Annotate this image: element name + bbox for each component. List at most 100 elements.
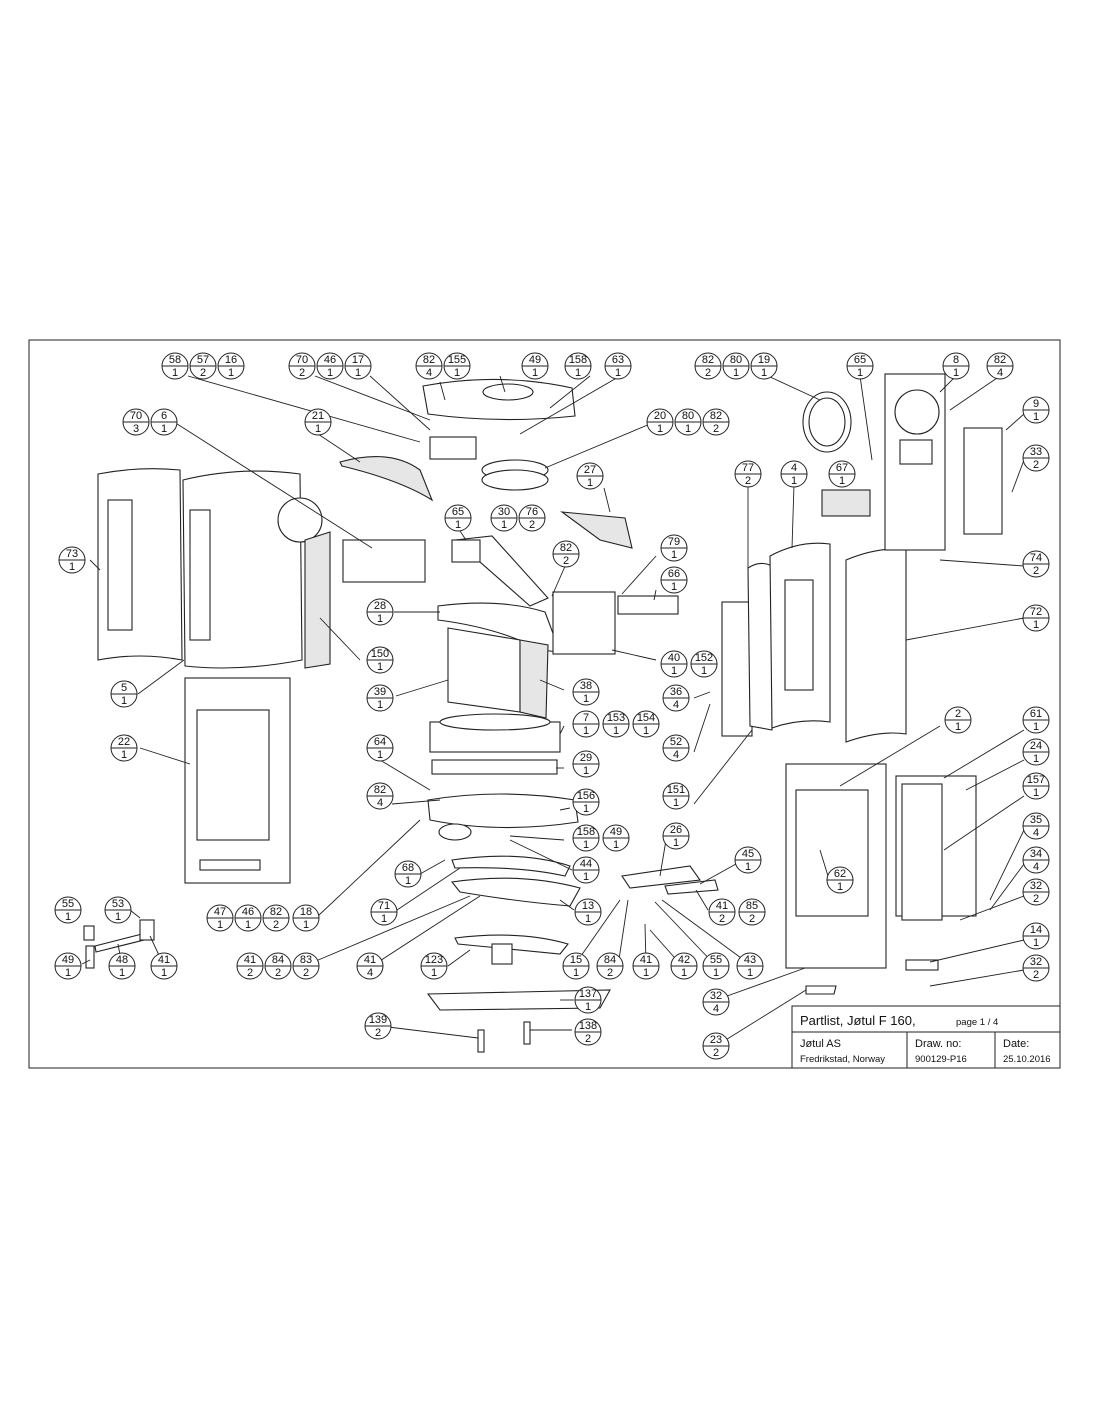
balloon-part-number: 57 [197, 354, 209, 366]
balloon-part-13: 131 [574, 898, 602, 926]
balloon-part-number: 39 [374, 686, 386, 698]
balloon-part-44: 441 [572, 856, 600, 884]
balloon-part-82: 824 [986, 352, 1014, 380]
balloon-part-number: 138 [579, 1020, 597, 1032]
balloon-quantity: 1 [431, 967, 437, 979]
balloon-quantity: 2 [607, 967, 613, 979]
balloon-part-number: 70 [130, 410, 142, 422]
balloon-part-47: 471 [206, 904, 234, 932]
balloon-part-number: 137 [579, 988, 597, 1000]
balloon-part-32: 322 [1022, 954, 1050, 982]
balloon-part-53: 531 [104, 896, 132, 924]
part-26 [621, 865, 701, 889]
balloon-part-number: 82 [374, 784, 386, 796]
balloon-part-number: 46 [324, 354, 336, 366]
balloon-part-82: 824 [415, 352, 443, 380]
part-13 [450, 877, 581, 907]
part-72 [845, 548, 907, 743]
balloon-part-55: 551 [702, 952, 730, 980]
title-text: Partlist, Jøtul F 160, [800, 1013, 916, 1028]
balloon-quantity: 1 [115, 911, 121, 923]
balloon-quantity: 2 [1033, 565, 1039, 577]
balloon-quantity: 2 [719, 913, 725, 925]
balloon-part-18: 181 [292, 904, 320, 932]
balloon-part-number: 22 [118, 736, 130, 748]
balloon-part-number: 16 [225, 354, 237, 366]
balloon-part-40: 401 [660, 650, 688, 678]
balloon-part-number: 62 [834, 868, 846, 880]
balloon-part-70: 702 [288, 352, 316, 380]
balloon-part-80: 801 [674, 408, 702, 436]
part-27 [560, 511, 633, 549]
page-text: page 1 / 4 [956, 1017, 998, 1028]
balloon-quantity: 4 [426, 367, 432, 379]
balloon-quantity: 1 [583, 693, 589, 705]
balloon-part-number: 61 [1030, 708, 1042, 720]
balloon-part-24: 241 [1022, 738, 1050, 766]
balloon-quantity: 1 [673, 837, 679, 849]
balloon-part-32: 322 [1022, 878, 1050, 906]
balloon-quantity: 1 [377, 613, 383, 625]
balloon-part-36: 364 [662, 684, 690, 712]
balloon-quantity: 1 [585, 1001, 591, 1013]
balloon-quantity: 1 [573, 967, 579, 979]
balloon-quantity: 2 [1033, 893, 1039, 905]
part-71 [451, 855, 571, 877]
balloon-part-number: 65 [854, 354, 866, 366]
balloon-quantity: 1 [1033, 937, 1039, 949]
balloon-part-number: 20 [654, 410, 666, 422]
balloon-quantity: 2 [299, 367, 305, 379]
balloon-quantity: 2 [1033, 459, 1039, 471]
balloon-quantity: 2 [713, 1047, 719, 1059]
balloon-part-58: 581 [161, 352, 189, 380]
balloon-part-number: 84 [604, 954, 616, 966]
balloon-quantity: 1 [172, 367, 178, 379]
part-6 [342, 539, 426, 583]
balloon-quantity: 1 [377, 749, 383, 761]
balloon-part-number: 41 [158, 954, 170, 966]
balloon-part-23: 232 [702, 1032, 730, 1060]
balloon-quantity: 1 [953, 367, 959, 379]
balloon-part-number: 158 [569, 354, 587, 366]
balloon-quantity: 1 [643, 967, 649, 979]
balloon-part-34: 344 [1022, 846, 1050, 874]
balloon-part-number: 18 [300, 906, 312, 918]
balloon-part-32: 324 [702, 988, 730, 1016]
balloon-part-number: 80 [682, 410, 694, 422]
date-value: 25.10.2016 [1003, 1054, 1051, 1065]
balloon-part-number: 48 [116, 954, 128, 966]
balloon-part-7: 71 [572, 710, 600, 738]
balloon-quantity: 1 [839, 475, 845, 487]
balloon-part-number: 158 [577, 826, 595, 838]
balloon-part-number: 23 [710, 1034, 722, 1046]
balloon-part-number: 38 [580, 680, 592, 692]
balloon-quantity: 1 [65, 967, 71, 979]
balloon-part-49: 491 [602, 824, 630, 852]
balloon-part-15: 151 [562, 952, 590, 980]
balloon-part-number: 139 [369, 1014, 387, 1026]
balloon-part-35: 354 [1022, 812, 1050, 840]
balloon-part-29: 291 [572, 750, 600, 778]
balloon-part-63: 631 [604, 352, 632, 380]
balloon-part-number: 27 [584, 464, 596, 476]
balloon-quantity: 1 [673, 797, 679, 809]
side-panel-rear [182, 470, 303, 669]
balloon-part-21: 211 [304, 408, 332, 436]
balloon-quantity: 1 [583, 765, 589, 777]
balloon-part-41: 412 [708, 898, 736, 926]
balloon-part-number: 80 [730, 354, 742, 366]
balloon-part-84: 842 [596, 952, 624, 980]
balloon-part-number: 41 [364, 954, 376, 966]
balloon-part-61: 611 [1022, 706, 1050, 734]
balloon-quantity: 2 [200, 367, 206, 379]
balloon-quantity: 1 [583, 839, 589, 851]
balloon-part-number: 34 [1030, 848, 1042, 860]
balloon-part-number: 41 [716, 900, 728, 912]
balloon-part-number: 150 [371, 648, 389, 660]
balloon-part-number: 14 [1030, 924, 1042, 936]
balloon-part-number: 155 [448, 354, 466, 366]
